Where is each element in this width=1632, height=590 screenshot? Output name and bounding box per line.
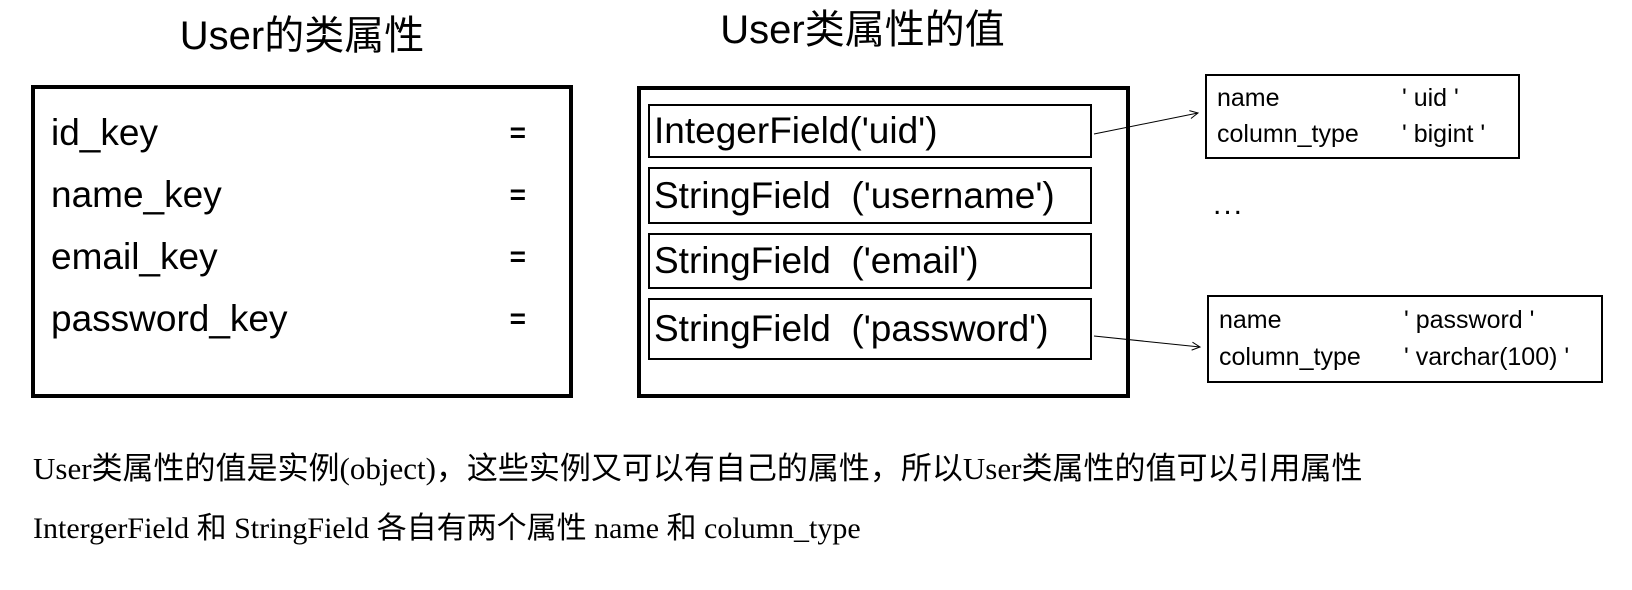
field-instance-label: StringField ('username'): [654, 174, 1055, 216]
detail-attr-value: ' bigint ': [1402, 120, 1486, 149]
note-line-2: IntergerField 和 StringField 各自有两个属性 name…: [33, 512, 861, 545]
uid-detail-box: name ' uid ' column_type ' bigint ': [1205, 74, 1520, 159]
attribute-row: email_key =: [51, 227, 526, 287]
attribute-row: password_key =: [51, 289, 526, 349]
class-attributes-box: id_key = name_key = email_key = password…: [31, 85, 573, 398]
note-line-1: User类属性的值是实例(object)，这些实例又可以有自己的属性，所以Use…: [33, 451, 1363, 486]
detail-attr-value: ' varchar(100) ': [1404, 343, 1570, 372]
field-instance-box: IntegerField('uid'): [648, 104, 1092, 158]
ellipsis-text: ...: [1213, 188, 1245, 221]
detail-row: column_type ' bigint ': [1217, 120, 1518, 149]
left-panel-title: User的类属性: [179, 14, 425, 58]
detail-attr-label: column_type: [1219, 343, 1361, 372]
equals-sign: =: [509, 179, 526, 210]
field-instance-box: StringField ('password'): [648, 298, 1092, 360]
field-instance-box: StringField ('username'): [648, 167, 1092, 224]
attribute-row: name_key =: [51, 165, 526, 225]
attribute-values-box: IntegerField('uid') StringField ('userna…: [637, 86, 1130, 398]
attribute-name: id_key: [51, 112, 158, 153]
detail-row: name ' uid ': [1217, 84, 1518, 113]
detail-row: name ' password ': [1219, 306, 1601, 335]
detail-attr-value: ' uid ': [1402, 83, 1459, 112]
password-detail-box: name ' password ' column_type ' varchar(…: [1207, 295, 1603, 383]
detail-attr-label: column_type: [1217, 120, 1359, 149]
field-instance-box: StringField ('email'): [648, 233, 1092, 289]
field-instance-label: StringField ('password'): [654, 308, 1049, 349]
attribute-name: name_key: [51, 174, 222, 215]
attribute-name: password_key: [51, 298, 288, 339]
detail-attr-value: ' password ': [1404, 305, 1535, 334]
equals-sign: =: [509, 303, 526, 334]
detail-row: column_type ' varchar(100) ': [1219, 343, 1601, 372]
equals-sign: =: [509, 117, 526, 148]
field-instance-label: StringField ('email'): [654, 240, 979, 281]
detail-attr-label: name: [1219, 305, 1282, 334]
middle-panel-title: User类属性的值: [720, 8, 1005, 52]
field-instance-label: IntegerField('uid'): [654, 110, 938, 151]
equals-sign: =: [509, 241, 526, 272]
attribute-name: email_key: [51, 236, 218, 277]
detail-attr-label: name: [1217, 83, 1280, 112]
attribute-row: id_key =: [51, 103, 526, 163]
